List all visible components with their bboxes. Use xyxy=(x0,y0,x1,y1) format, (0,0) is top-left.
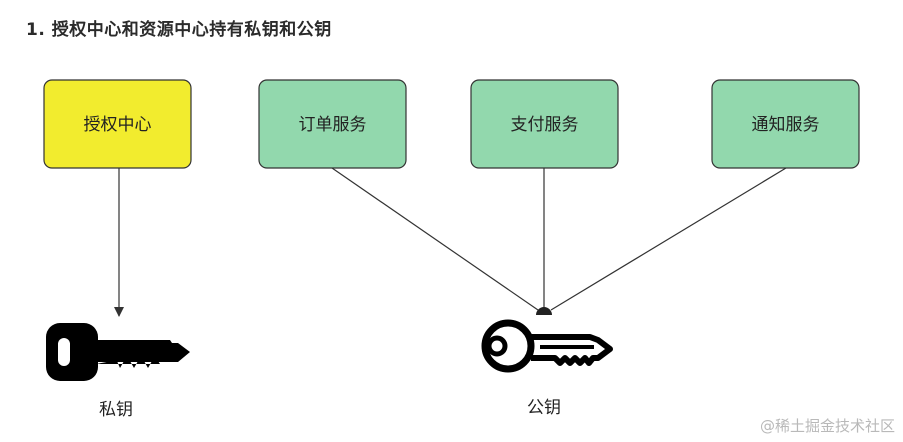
notify-to-public-key-line xyxy=(550,167,787,311)
watermark: @稀土掘金技术社区 xyxy=(759,417,895,435)
node-auth-center-label: 授权中心 xyxy=(84,115,152,135)
private-key-label: 私钥 xyxy=(99,400,133,420)
node-payment-service[interactable]: 支付服务 xyxy=(470,79,619,169)
order-to-public-key-line xyxy=(331,167,539,311)
node-payment-service-label: 支付服务 xyxy=(511,115,579,135)
node-notify-service-label: 通知服务 xyxy=(752,115,820,135)
node-order-service-label: 订单服务 xyxy=(299,115,367,135)
node-notify-service-box xyxy=(711,79,860,169)
node-order-service-box xyxy=(258,79,407,169)
page-heading: 1. 授权中心和资源中心持有私钥和公钥 xyxy=(26,20,332,40)
junction-dot xyxy=(536,307,552,315)
node-payment-service-box xyxy=(470,79,619,169)
private-key-icon xyxy=(46,323,190,381)
node-auth-center[interactable]: 授权中心 xyxy=(43,79,192,169)
public-key-label: 公钥 xyxy=(527,398,561,418)
public-key-icon xyxy=(481,319,613,373)
node-order-service[interactable]: 订单服务 xyxy=(258,79,407,169)
node-auth-center-box xyxy=(43,79,192,169)
node-notify-service[interactable]: 通知服务 xyxy=(711,79,860,169)
